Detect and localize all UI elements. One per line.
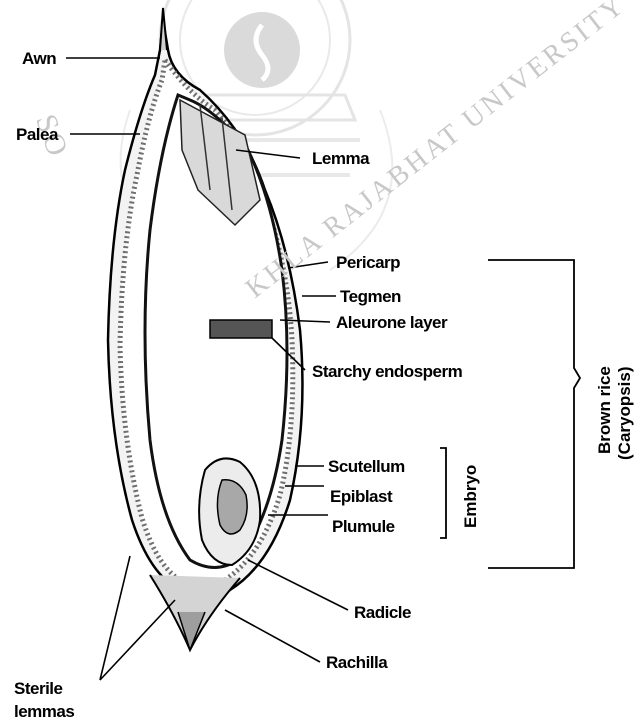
brown-rice-bracket [488,260,580,568]
label-brown-rice: Brown rice [596,366,613,454]
label-lemma: Lemma [312,150,369,167]
label-radicle: Radicle [354,604,411,621]
label-plumule: Plumule [332,518,395,535]
hull [108,8,302,650]
label-rachilla: Rachilla [326,654,387,671]
label-sterile-lemmas-line2: lemmas [14,703,74,720]
label-palea: Palea [16,126,58,143]
label-pericarp: Pericarp [336,254,400,271]
label-caryopsis: (Caryopsis) [616,366,633,460]
label-tegmen: Tegmen [340,288,401,305]
label-starchy-endosperm: Starchy endosperm [312,363,462,380]
label-epiblast: Epiblast [330,488,392,505]
label-sterile-lemmas-line1: Sterile [14,680,62,697]
embryo-bracket [440,448,446,538]
label-awn: Awn [22,50,56,67]
label-aleurone-layer: Aleurone layer [336,314,447,331]
label-embryo: Embryo [462,465,479,528]
label-scutellum: Scutellum [328,458,405,475]
